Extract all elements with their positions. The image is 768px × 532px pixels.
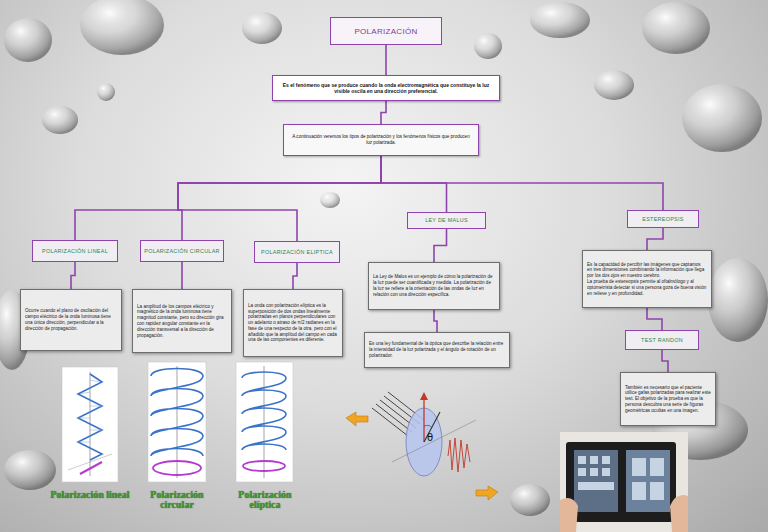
box-text: Ocurre cuando el plano de oscilación del…: [25, 308, 117, 331]
box-text: La onda con polarización elíptica es la …: [248, 303, 338, 344]
connector-line: [647, 308, 662, 330]
topic-box: LEY DE MALUS: [407, 212, 486, 229]
connector-line: [381, 101, 386, 124]
intro-box: A continuación veremos los tipos de pola…: [283, 124, 479, 156]
connector-line: [181, 262, 183, 289]
box-text: Es una ley fundamental de la óptica que …: [369, 341, 505, 358]
description-box: Es una ley fundamental de la óptica que …: [364, 332, 510, 368]
box-text: ESTEREOPSIS: [642, 216, 683, 222]
title-box: POLARIZACIÓN: [330, 17, 442, 45]
description-box: Es la capacidad de percibir las imágenes…: [582, 250, 712, 308]
connector-line: [178, 156, 381, 241]
box-text: La Ley de Malus es un ejemplo de cómo la…: [373, 274, 495, 297]
box-text: También es necesario que el paciente uti…: [625, 385, 711, 414]
connector-line: [385, 45, 387, 75]
connector-line: [381, 156, 663, 210]
caption-text: Polarización lineal: [50, 490, 130, 500]
circular-wave-figure: [148, 362, 206, 482]
connector-line: [647, 228, 663, 250]
box-text: La amplitud de los campos eléctrico y ma…: [137, 304, 227, 339]
box-text: POLARIZACIÓN CIRCULAR: [144, 248, 220, 254]
box-text: La prueba de estereopsis permite al ofta…: [587, 279, 707, 296]
type-box: POLARIZACIÓN CIRCULAR: [140, 240, 224, 262]
description-box: También es necesario que el paciente uti…: [620, 372, 716, 426]
angle-symbol: θ: [427, 432, 433, 443]
description-box: Ocurre cuando el plano de oscilación del…: [20, 289, 122, 351]
malus-law-figure: [346, 392, 498, 500]
stereo-test-photo: [560, 432, 688, 532]
type-box: POLARIZACIÓN LINEAL: [32, 240, 118, 262]
connector-line: [434, 310, 437, 332]
caption-text: Polarización elíptica: [225, 490, 305, 510]
connector-line: [178, 156, 381, 240]
connector-line: [293, 263, 297, 289]
connector-line: [381, 156, 447, 212]
box-text: Es la capacidad de percibir las imágenes…: [587, 262, 707, 279]
caption-text: Polarización circular: [137, 490, 217, 510]
type-box: POLARIZACIÓN ELIPTICA: [254, 241, 340, 263]
box-text: POLARIZACIÓN: [354, 27, 417, 36]
box-text: A continuación veremos los tipos de pola…: [292, 134, 470, 146]
description-box: La onda con polarización elíptica es la …: [243, 289, 343, 357]
linear-wave-figure: [62, 367, 118, 482]
connector-line: [75, 156, 381, 240]
connector-line: [434, 229, 447, 262]
box-text: POLARIZACIÓN LINEAL: [42, 248, 108, 254]
topic-box: TEST RANDON: [625, 330, 699, 350]
box-text: POLARIZACIÓN ELIPTICA: [261, 249, 333, 255]
elliptic-wave-figure: [236, 362, 293, 482]
definition-box: Es el fenómeno que se produce cuando la …: [272, 75, 500, 101]
box-text: LEY DE MALUS: [425, 217, 468, 223]
box-text: TEST RANDON: [641, 337, 683, 343]
connector-line: [71, 262, 75, 289]
box-text: Es el fenómeno que se produce cuando la …: [277, 82, 495, 94]
connector-line: [662, 350, 668, 372]
description-box: La amplitud de los campos eléctrico y ma…: [132, 289, 232, 353]
description-box: La Ley de Malus es un ejemplo de cómo la…: [368, 262, 500, 310]
topic-box: ESTEREOPSIS: [627, 210, 699, 228]
